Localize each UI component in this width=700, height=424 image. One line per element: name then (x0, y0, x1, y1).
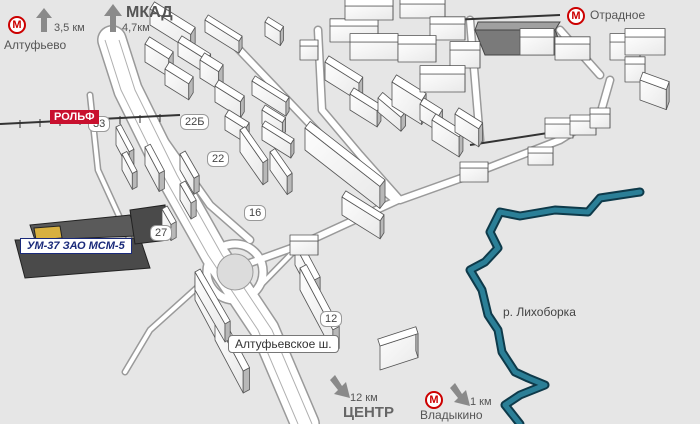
building (341, 190, 385, 240)
building (239, 126, 269, 186)
building (349, 33, 399, 61)
building (204, 14, 243, 54)
building (554, 36, 591, 61)
building (269, 148, 293, 195)
building (399, 0, 446, 19)
building (429, 16, 466, 41)
house-number: 27 (150, 225, 173, 241)
building (544, 117, 574, 139)
metro-icon: М (8, 16, 26, 34)
building (299, 39, 319, 61)
building (397, 35, 437, 63)
metro-otradnoe-label: Отрадное (590, 8, 646, 22)
building (459, 161, 489, 183)
road-altufyevskoe-label: Алтуфьевское ш. (228, 335, 339, 353)
direction-altufyevo-distance: 3,5 км (54, 22, 85, 34)
building (121, 151, 138, 190)
direction-center-distance: 12 км (350, 392, 378, 404)
building (179, 150, 200, 195)
arrow-up-icon (36, 8, 52, 32)
dealer-um37-label: УМ-37 ЗАО МСМ-5 (20, 238, 132, 254)
building (199, 52, 224, 91)
building (454, 107, 483, 148)
metro-vladykino-label: Владыкино (420, 408, 483, 422)
building (324, 55, 364, 102)
arrow-up-icon (104, 4, 122, 32)
building (144, 143, 165, 192)
building (251, 75, 290, 117)
building (261, 120, 295, 159)
building (344, 0, 394, 21)
building (639, 71, 670, 110)
direction-center-label: ЦЕНТР (343, 404, 394, 421)
house-number: 16 (244, 205, 267, 221)
building (624, 28, 666, 56)
rolf-dealer-label: РОЛЬФ (50, 110, 99, 124)
house-number: 12 (320, 311, 343, 327)
house-number: 22 (207, 151, 230, 167)
building (527, 146, 554, 166)
arrow-down-right-icon (330, 375, 350, 398)
building (419, 65, 466, 93)
roundabout-island (216, 253, 254, 291)
building (164, 61, 194, 101)
direction-mkad-label: МКАД (126, 4, 173, 21)
river-likhoborka-water (467, 189, 643, 424)
metro-altufyevo-label: Алтуфьево (4, 38, 67, 52)
building (264, 16, 284, 46)
arrow-down-right-icon (450, 383, 470, 406)
house-number: 22Б (180, 114, 210, 130)
building (377, 326, 419, 371)
building (349, 87, 382, 128)
building (179, 180, 197, 220)
building (449, 41, 481, 69)
direction-vladykino-distance: 1 км (470, 396, 492, 408)
building (115, 124, 135, 171)
building (214, 79, 245, 119)
building (519, 28, 555, 56)
building (289, 234, 319, 256)
metro-icon: М (567, 7, 585, 25)
building (589, 107, 611, 129)
buildings (115, 0, 670, 394)
building (304, 120, 386, 209)
direction-mkad-distance: 4,7км (122, 22, 150, 34)
metro-icon: М (425, 391, 443, 409)
building (624, 56, 646, 83)
river-likhoborka-label: р. Лихоборка (503, 305, 576, 319)
